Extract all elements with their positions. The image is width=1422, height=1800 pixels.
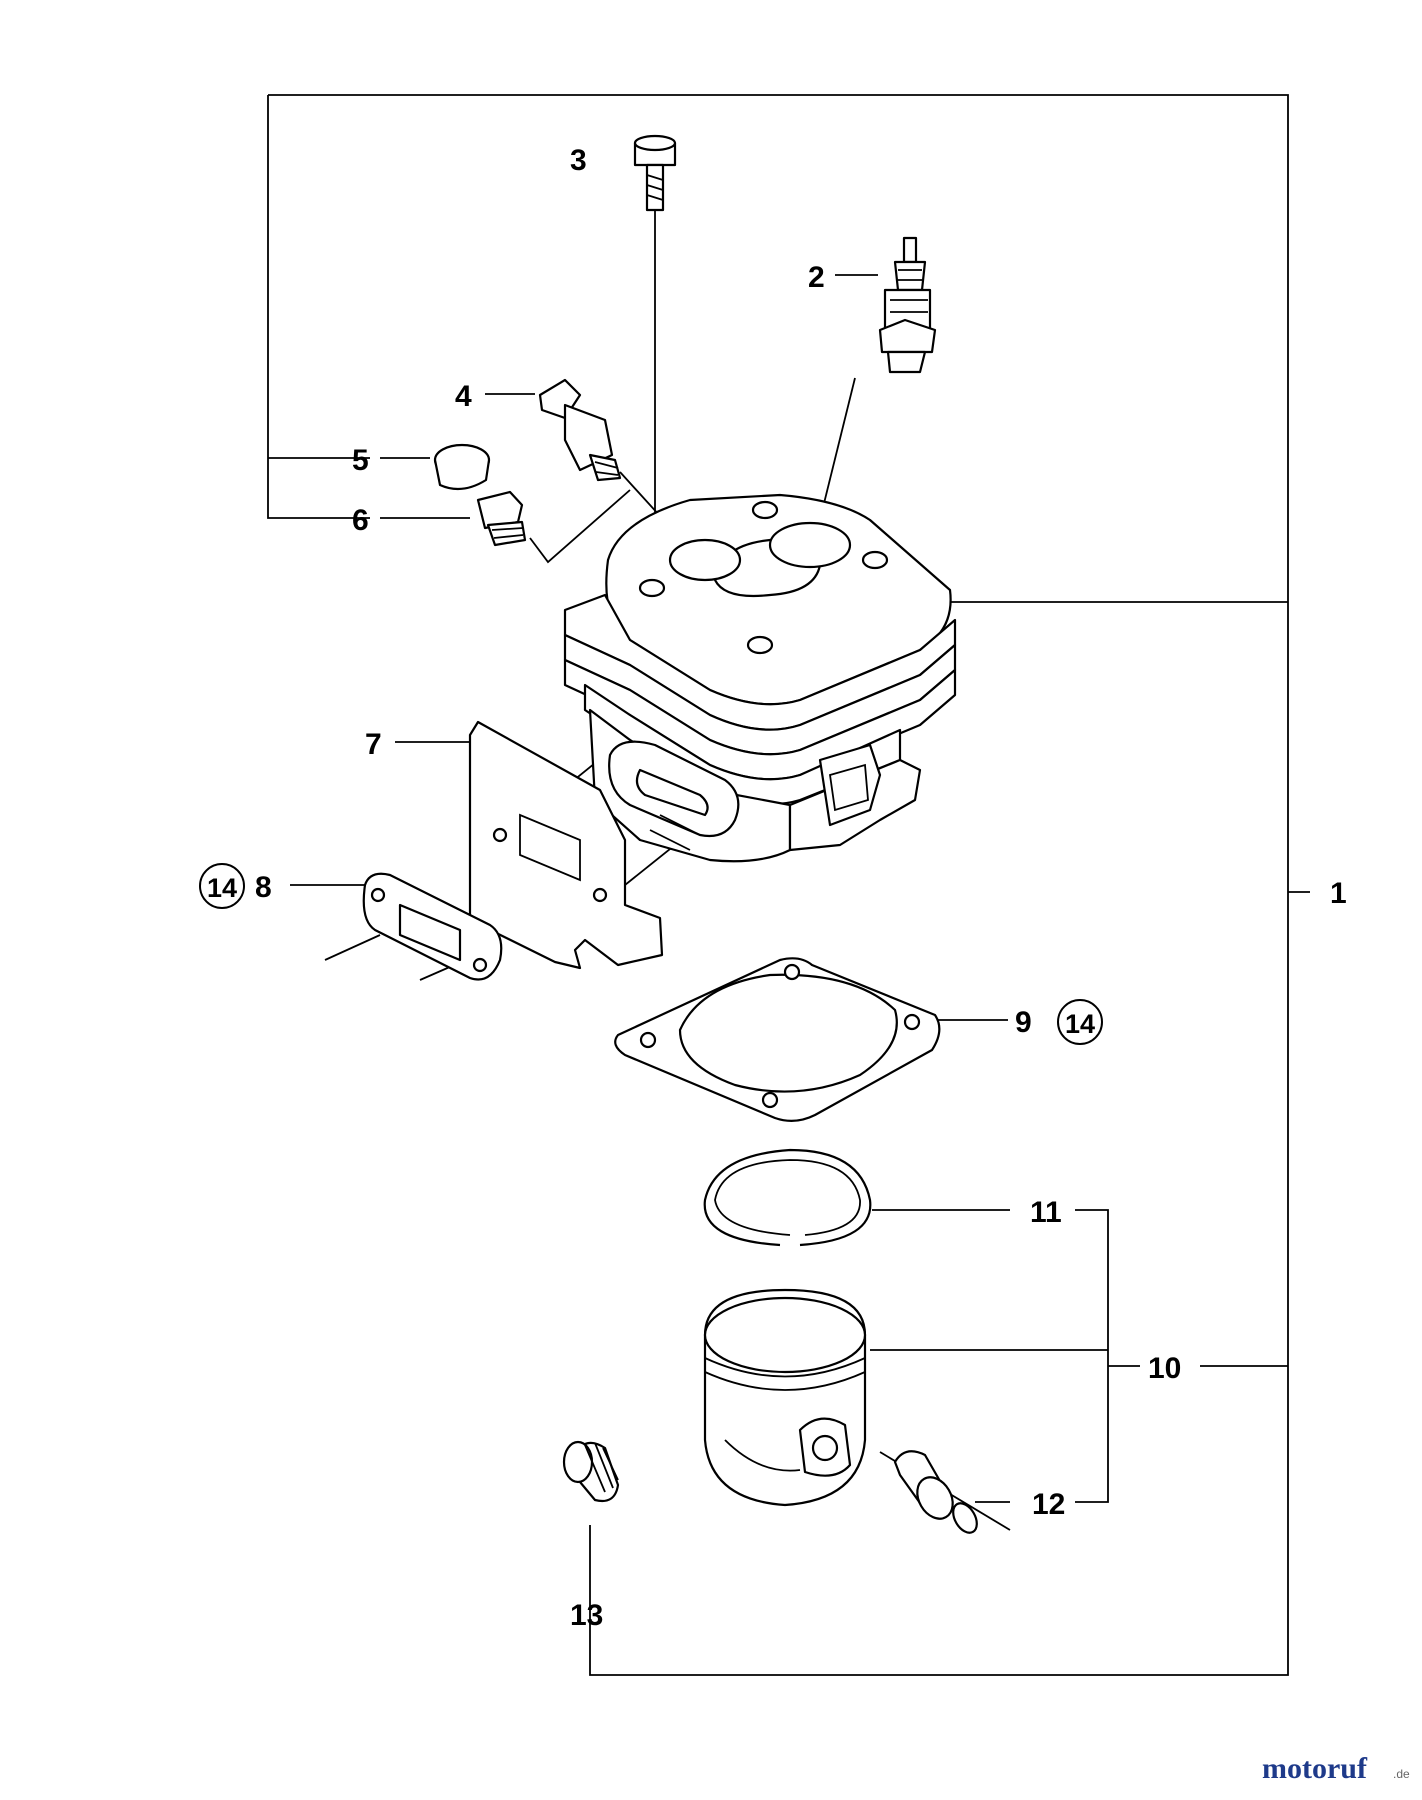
heat-shield-part-7	[468, 720, 664, 970]
label-8: 8	[255, 871, 272, 904]
valve-part-4	[538, 378, 622, 482]
watermark-logo: motoruf .de	[1262, 1752, 1410, 1785]
leader-lines	[290, 195, 1108, 1531]
label-6: 6	[352, 504, 369, 537]
label-1: 1	[1330, 877, 1347, 910]
label-9: 9	[1015, 1006, 1032, 1039]
piston-pin-part-12	[893, 1450, 978, 1534]
label-11: 11	[1030, 1196, 1062, 1229]
part-labels: 1 2 3 4 5 6 7 8 9 10 11 12 13 14 14	[199, 144, 1347, 1632]
label-14a: 14	[207, 873, 237, 903]
needle-bearing-part-13	[562, 1440, 620, 1503]
label-3: 3	[570, 144, 587, 177]
label-2: 2	[808, 261, 825, 294]
label-14b: 14	[1065, 1009, 1095, 1039]
plug-part-5	[433, 443, 491, 491]
base-gasket-part-9	[614, 957, 941, 1122]
watermark-text: motoruf	[1262, 1752, 1368, 1785]
label-12: 12	[1032, 1488, 1065, 1521]
label-5: 5	[352, 444, 369, 477]
piston-part-10	[703, 1288, 867, 1507]
cylinder-part-1	[563, 493, 957, 863]
exhaust-gasket-part-8	[362, 872, 503, 981]
label-4: 4	[455, 380, 472, 413]
bracket-lines	[267, 94, 1310, 1676]
watermark-suffix: .de	[1393, 1767, 1410, 1781]
screw-part-3	[633, 134, 677, 212]
label-13: 13	[570, 1599, 603, 1632]
label-10: 10	[1148, 1352, 1181, 1385]
label-7: 7	[365, 728, 382, 761]
label-14-circle-a	[199, 863, 245, 909]
piston-ring-part-11	[703, 1148, 872, 1247]
valve-part-6	[476, 490, 527, 547]
label-14-circle-b	[1057, 999, 1103, 1045]
spark-plug-part-2	[878, 236, 937, 374]
